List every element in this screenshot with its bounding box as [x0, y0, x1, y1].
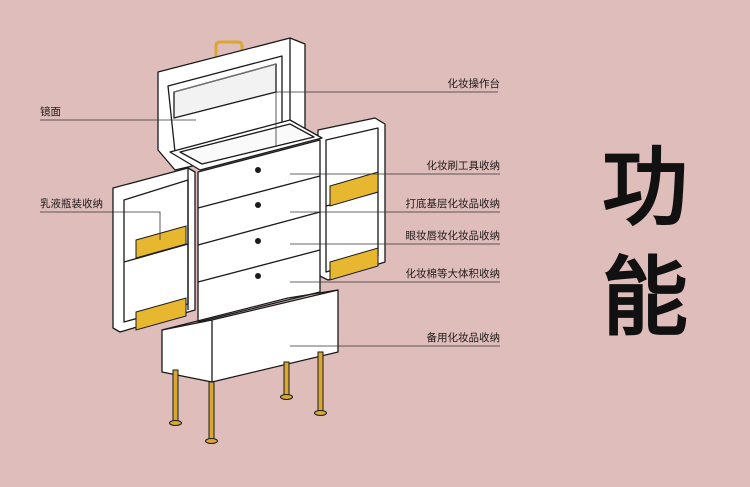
gold-pad: [329, 171, 379, 207]
label-large-items: 化妆棉等大体积收纳: [405, 268, 501, 280]
drawer-knob: [255, 167, 261, 173]
gold-pad: [135, 225, 187, 259]
drawer-knob: [255, 202, 261, 208]
drawer-cabinet: [197, 139, 321, 323]
label-bottles: 乳液瓶装收纳: [40, 198, 103, 210]
label-mirror: 镜面: [40, 106, 61, 118]
drawer-knob: [255, 238, 261, 244]
gold-pad: [135, 297, 187, 331]
label-makeup-table: 化妆操作台: [447, 78, 501, 90]
gold-pad: [329, 247, 379, 281]
leg: [208, 381, 215, 441]
title-char-gong: 功: [602, 137, 688, 238]
leader-bottles: [40, 211, 161, 240]
lid-handle: [214, 40, 244, 58]
label-base-makeup: 打底基层化妆品收纳: [405, 198, 501, 210]
label-brush-tools: 化妆刷工具收纳: [426, 160, 501, 172]
leg: [317, 351, 324, 413]
title-char-neng: 能: [602, 247, 688, 348]
leg: [172, 369, 179, 423]
leader-table: [275, 91, 498, 146]
label-backup: 备用化妆品收纳: [426, 332, 501, 344]
leg: [283, 361, 290, 397]
label-eye-lip: 眼妆唇妆化妆品收纳: [405, 230, 501, 242]
drawer-knob: [255, 273, 261, 279]
